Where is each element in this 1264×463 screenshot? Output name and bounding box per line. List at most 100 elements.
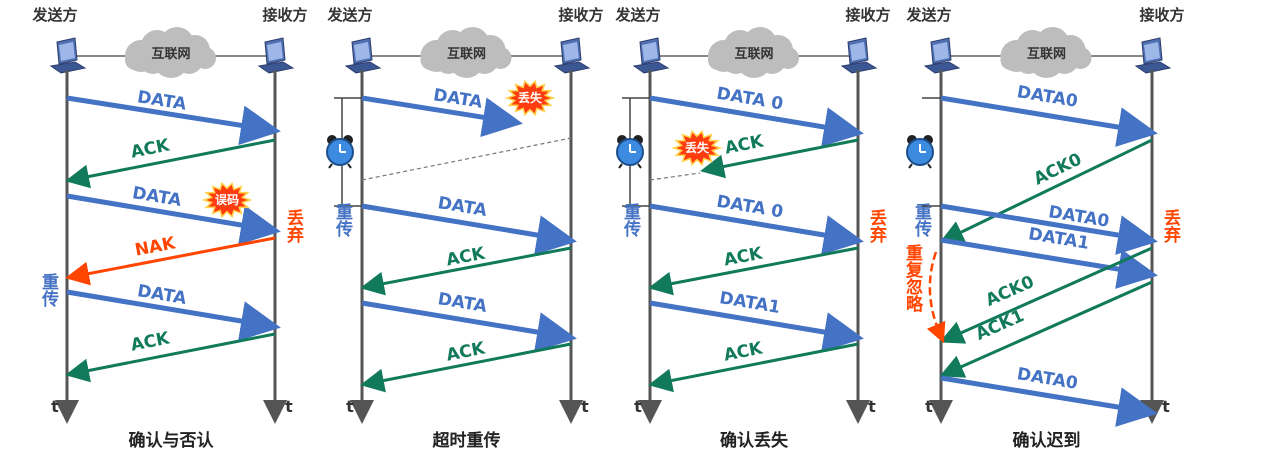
data-arrow-line: [66, 193, 281, 245]
receiver-label: 接收方: [262, 6, 307, 24]
ack-arrow: ACK: [360, 243, 572, 296]
data-arrow-line: [940, 203, 1158, 255]
ack-arrow-line: [65, 138, 276, 189]
ack-arrow-line: [648, 342, 859, 393]
sender-label: 发送方: [614, 6, 660, 24]
data-arrow-line: [940, 95, 1158, 147]
panel-caption: 确认丢失: [720, 430, 789, 451]
ack-arrow: ACK: [360, 338, 572, 393]
ack-arrow-delayed-label: ACK0: [1031, 149, 1085, 189]
ack-arrow-label: ACK1: [973, 306, 1027, 345]
data-arrow-line: [940, 237, 1158, 289]
ack-arrow-lost-line: [700, 138, 859, 179]
t-label-sender: t: [925, 397, 933, 416]
panel-caption: 确认迟到: [1013, 430, 1081, 451]
cloud-label: 互联网: [151, 47, 190, 62]
retransmit-note-text: 重传: [332, 202, 354, 238]
data-arrow-line: [649, 203, 864, 255]
ignore-curve: [926, 251, 946, 344]
data-arrow: DATA0: [940, 82, 1158, 147]
retransmit-note-text: 重传: [911, 202, 933, 238]
ack-arrow: ACK: [648, 338, 859, 393]
burst-icon: 丢失: [504, 79, 556, 117]
ack-arrow-line: [360, 342, 572, 393]
laptop-icon: [923, 37, 961, 74]
ack-arrow: ACK: [65, 135, 276, 189]
data-arrow-line: [940, 375, 1158, 427]
discard-note-text: 丢弃: [866, 209, 887, 244]
data-arrow-line: [649, 300, 864, 352]
data-arrow-line: [361, 203, 577, 255]
ack-arrow-line: [939, 246, 1153, 344]
ack-arrow: ACK1: [939, 280, 1153, 378]
cloud-icon: 互联网: [708, 27, 799, 78]
ack-arrow-delayed-line: [939, 138, 1153, 243]
discard-note-text: 丢弃: [1160, 209, 1181, 244]
data-arrow: DATA1: [940, 224, 1158, 289]
alarm-clock-icon: [616, 135, 644, 169]
timeout-dashed-line: [649, 172, 701, 181]
timeout-dashed-line: [361, 137, 572, 181]
retransmit-note: 重传: [911, 202, 933, 238]
data-arrow: DATA: [361, 193, 577, 255]
receiver-label: 接收方: [558, 6, 603, 24]
discard-note-text: 丢弃: [283, 209, 304, 244]
cloud-icon: 互联网: [1000, 27, 1092, 78]
ack-arrow: ACK: [65, 328, 276, 383]
ack-arrow-label: ACK0: [983, 272, 1038, 311]
duplicate-ignore-note: 重复忽略: [902, 243, 924, 312]
retransmit-note: 重传: [620, 202, 642, 238]
ack-arrow-lost: ACK: [700, 131, 859, 179]
alarm-clock-icon: [906, 135, 934, 169]
alarm-clock-icon: [326, 135, 354, 169]
burst-icon: 误码: [201, 181, 253, 219]
t-label-receiver: t: [581, 397, 589, 416]
receiver-label: 接收方: [845, 6, 890, 24]
data-arrow-lost-line: [361, 95, 523, 138]
burst-icon: 丢失: [671, 129, 723, 167]
t-label-receiver: t: [285, 397, 293, 416]
ack-arrow-line: [65, 332, 276, 383]
ack-arrow-line: [939, 280, 1153, 378]
burst-label: 丢失: [685, 140, 710, 155]
sender-label: 发送方: [31, 6, 77, 24]
data-arrow: DATA: [66, 183, 281, 245]
burst-label: 丢失: [518, 90, 543, 105]
sender-label: 发送方: [326, 6, 372, 24]
burst-label: 误码: [215, 193, 239, 207]
laptop-icon: [49, 37, 87, 74]
data-arrow: DATA 0: [649, 84, 864, 147]
ack-arrow-label: ACK: [129, 135, 172, 162]
t-label-sender: t: [346, 397, 354, 416]
data-arrow-label: DATA0: [1015, 82, 1079, 112]
data-arrow: DATA: [66, 87, 281, 146]
cloud-icon: 互联网: [125, 27, 216, 78]
ack-arrow-lost-label: ACK: [723, 131, 766, 158]
data-arrow-line: [66, 95, 281, 146]
laptop-icon: [257, 37, 295, 74]
data-arrow-lost: DATA: [361, 85, 523, 138]
cloud-label: 互联网: [1027, 47, 1066, 62]
nak-arrow-line: [65, 236, 276, 286]
ack-arrow: ACK: [648, 243, 859, 296]
ack-arrow-line: [360, 246, 572, 296]
data-arrow: DATA1: [649, 288, 864, 352]
retransmit-note: 重传: [38, 272, 60, 308]
cloud-label: 互联网: [734, 47, 773, 62]
discard-note: 丢弃: [1160, 209, 1181, 244]
ack-arrow-line: [648, 246, 859, 296]
data-arrow: DATA: [66, 281, 281, 341]
discard-note: 丢弃: [866, 209, 887, 244]
receiver-label: 接收方: [1139, 6, 1184, 24]
ack-arrow-label: ACK: [129, 328, 172, 355]
data-arrow-line: [361, 300, 577, 352]
data-arrow-label: DATA: [436, 289, 489, 317]
data-arrow: DATA 0: [649, 192, 864, 255]
cloud-label: 互联网: [447, 47, 486, 62]
t-label-receiver: t: [1162, 397, 1170, 416]
laptop-icon: [840, 37, 878, 74]
